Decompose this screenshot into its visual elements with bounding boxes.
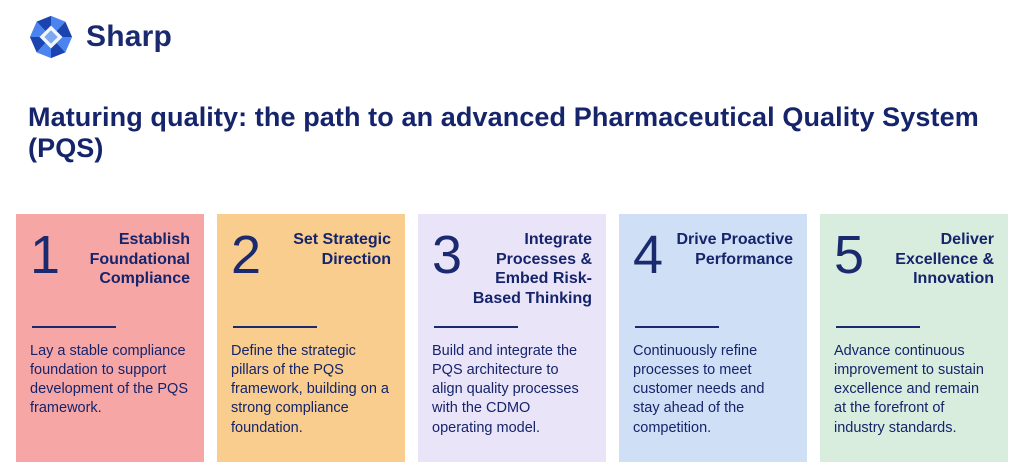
step-card-5: 5 Deliver Excellence & Innovation Advanc… xyxy=(820,214,1008,462)
step-number: 1 xyxy=(30,225,61,285)
step-title: Deliver Excellence & Innovation xyxy=(895,231,994,288)
card-divider xyxy=(233,326,317,328)
step-description: Lay a stable compliance foundation to su… xyxy=(30,343,188,417)
sharp-logo-icon xyxy=(29,15,73,59)
step-number: 3 xyxy=(432,225,463,285)
step-description: Continuously refine processes to meet cu… xyxy=(633,343,765,436)
step-number: 2 xyxy=(231,225,262,285)
card-divider xyxy=(836,326,920,328)
step-card-2: 2 Set Strategic Direction Define the str… xyxy=(217,214,405,462)
brand-header: Sharp xyxy=(28,14,1024,60)
card-header: 5 Deliver Excellence & Innovation xyxy=(834,225,994,324)
step-number: 4 xyxy=(633,225,664,285)
step-title: Establish Foundational Compliance xyxy=(89,231,190,288)
step-description: Define the strategic pillars of the PQS … xyxy=(231,343,389,436)
card-header: 4 Drive Proactive Performance xyxy=(633,225,793,324)
step-title: Set Strategic Direction xyxy=(293,231,391,268)
step-card-3: 3 Integrate Processes & Embed Risk-Based… xyxy=(418,214,606,462)
card-header: 1 Establish Foundational Compliance xyxy=(30,225,190,324)
card-divider xyxy=(32,326,116,328)
step-number: 5 xyxy=(834,225,865,285)
card-divider xyxy=(635,326,719,328)
card-header: 3 Integrate Processes & Embed Risk-Based… xyxy=(432,225,592,324)
step-title: Drive Proactive Performance xyxy=(676,231,793,268)
step-title: Integrate Processes & Embed Risk-Based T… xyxy=(472,231,592,307)
page-title: Maturing quality: the path to an advance… xyxy=(28,102,979,163)
steps-row: 1 Establish Foundational Compliance Lay … xyxy=(16,214,1008,462)
step-card-4: 4 Drive Proactive Performance Continuous… xyxy=(619,214,807,462)
step-card-1: 1 Establish Foundational Compliance Lay … xyxy=(16,214,204,462)
card-header: 2 Set Strategic Direction xyxy=(231,225,391,324)
card-divider xyxy=(434,326,518,328)
step-description: Advance continuous improvement to sustai… xyxy=(834,343,984,436)
step-description: Build and integrate the PQS architecture… xyxy=(432,343,579,436)
brand-name: Sharp xyxy=(86,20,173,53)
